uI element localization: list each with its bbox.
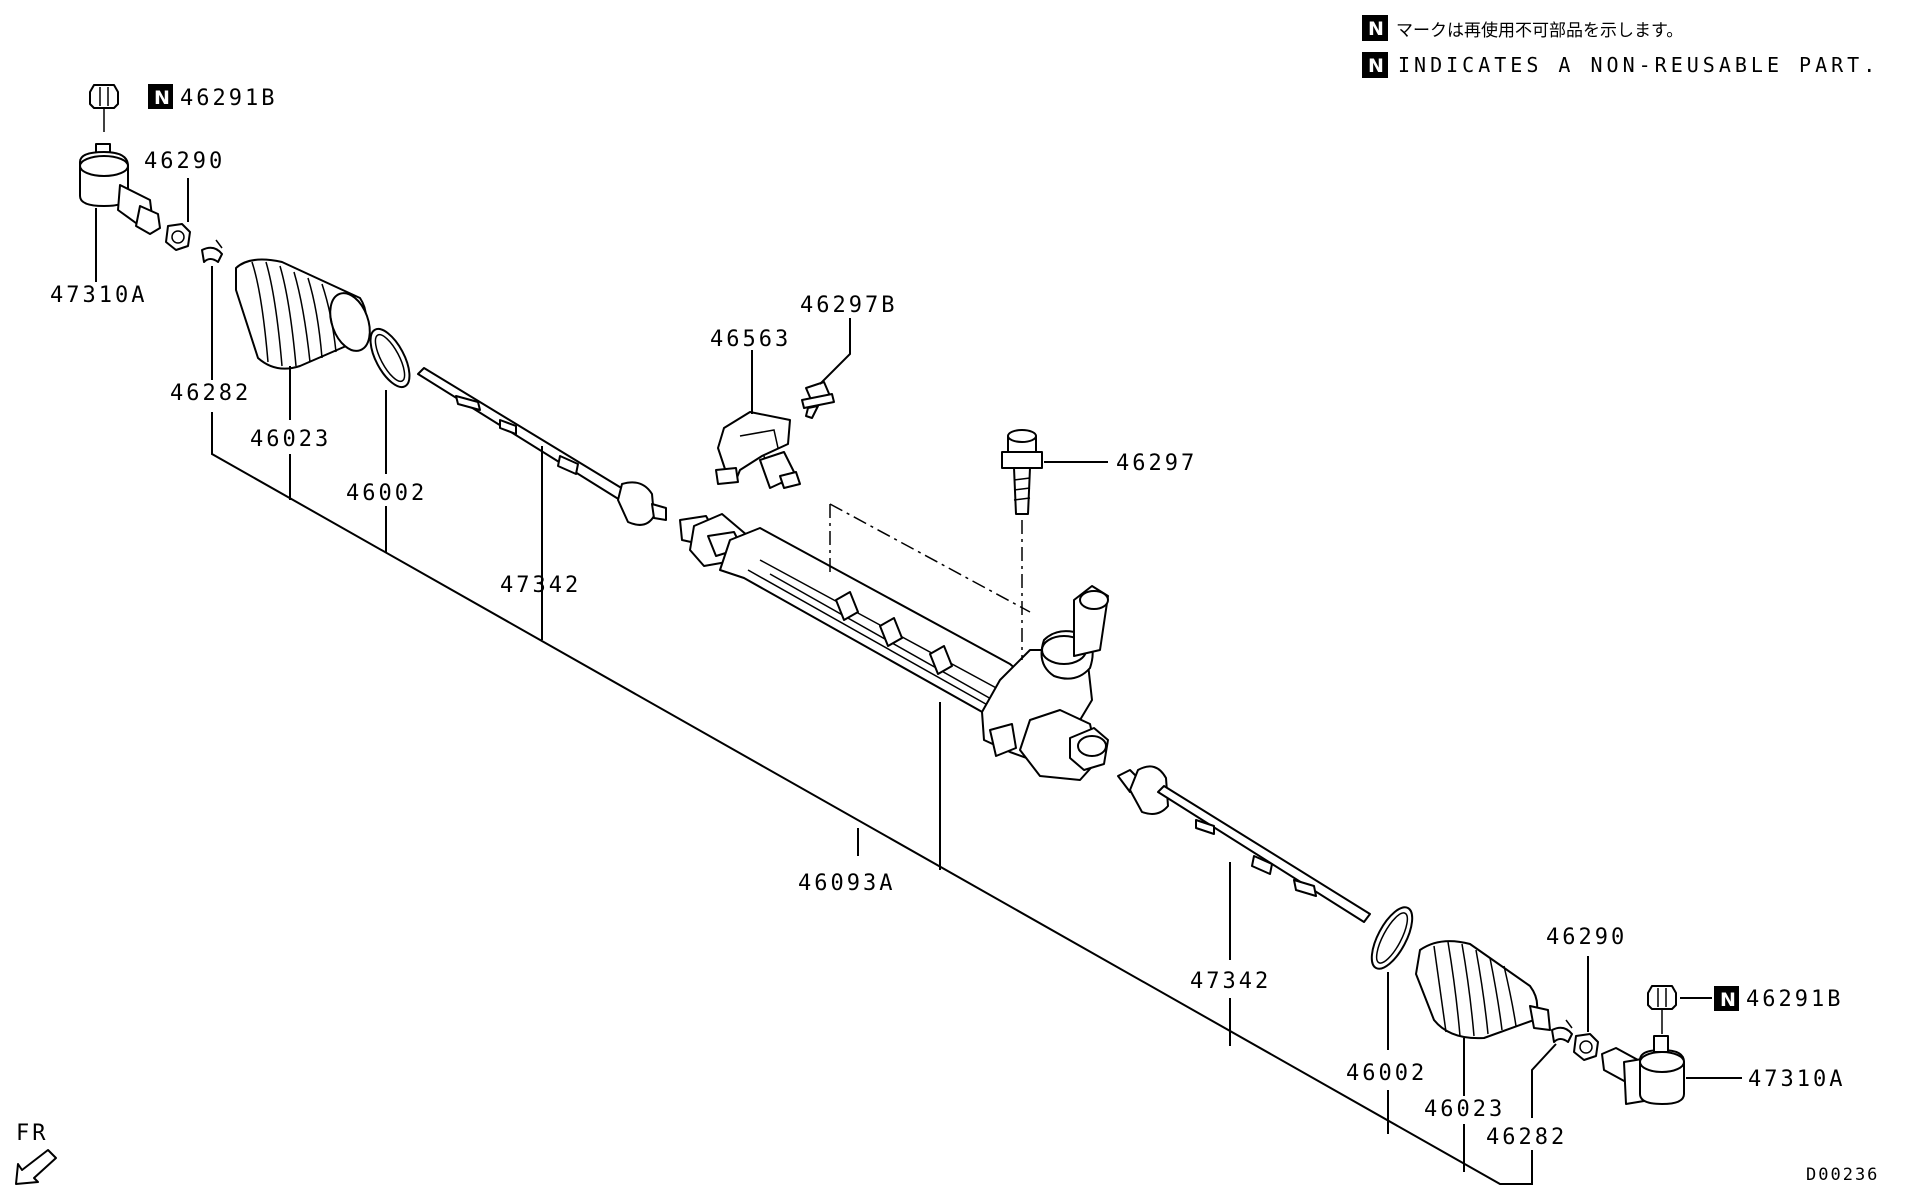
legend: N マークは再使用不可部品を示します。 N INDICATES A NON-RE… (1362, 15, 1879, 78)
clamp-46002-right (1370, 906, 1414, 970)
direction-label: FR (16, 1121, 49, 1146)
boot-46023-left (235, 258, 371, 370)
label-46297: 46297 (1116, 451, 1197, 476)
legend-english: INDICATES A NON-REUSABLE PART. (1398, 53, 1879, 77)
label-47342-right: 47342 (1190, 969, 1271, 994)
label-46297b: 46297B (800, 293, 897, 318)
badge-letter: N (1720, 989, 1736, 1011)
badge-letter: N (154, 87, 170, 109)
label-46282-right: 46282 (1486, 1125, 1567, 1150)
label-46002-right: 46002 (1346, 1061, 1427, 1086)
badge-letter: N (1368, 18, 1384, 40)
cap-46291b-right (1647, 985, 1677, 1034)
label-46291b-left: 46291B (180, 86, 277, 111)
arrow-down-left-icon (15, 1149, 57, 1185)
non-reusable-badge (1362, 15, 1388, 41)
nut-46290-right (1573, 1033, 1599, 1061)
cotter-pin-46282-left (201, 239, 223, 263)
label-47342-left: 47342 (500, 573, 581, 598)
gear-housing-46093a (679, 513, 1109, 781)
label-46023-left: 46023 (250, 427, 331, 452)
bolt-46297 (1001, 429, 1043, 515)
front-direction-indicator: FR (15, 1121, 57, 1185)
nut-46290-left (165, 223, 191, 251)
label-46282-left: 46282 (170, 381, 251, 406)
label-46002-left: 46002 (346, 481, 427, 506)
label-46290-left: 46290 (144, 149, 225, 174)
badge-letter: N (1368, 55, 1384, 77)
label-47310a-right: 47310A (1748, 1067, 1845, 1092)
boot-46023-right (1415, 940, 1551, 1040)
tie-rod-end-right (1601, 1035, 1685, 1105)
label-46093a: 46093A (798, 871, 895, 896)
diagram-id: D00236 (1806, 1165, 1879, 1185)
label-47310a-left: 47310A (50, 283, 147, 308)
non-reusable-badge (1362, 52, 1388, 78)
label-46023-right: 46023 (1424, 1097, 1505, 1122)
label-46290-right: 46290 (1546, 925, 1627, 950)
group-leader-left (211, 412, 1533, 1185)
legend-japanese: マークは再使用不可部品を示します。 (1396, 20, 1683, 41)
clamp-46002-left (369, 327, 411, 389)
label-46563: 46563 (710, 327, 791, 352)
tie-rod-47342-right (1117, 765, 1371, 923)
label-46291b-right: 46291B (1746, 987, 1843, 1012)
install-line (829, 503, 1031, 613)
tie-rod-47342-left (417, 367, 667, 526)
bolt-46297b (801, 381, 835, 419)
non-reusable-badge (1714, 986, 1739, 1011)
bracket-46563 (715, 411, 801, 489)
tie-rod-end-left (79, 143, 161, 235)
cotter-pin-46282-right (1551, 1019, 1573, 1043)
non-reusable-badge (148, 84, 173, 109)
cap-46291b-left (89, 84, 119, 132)
